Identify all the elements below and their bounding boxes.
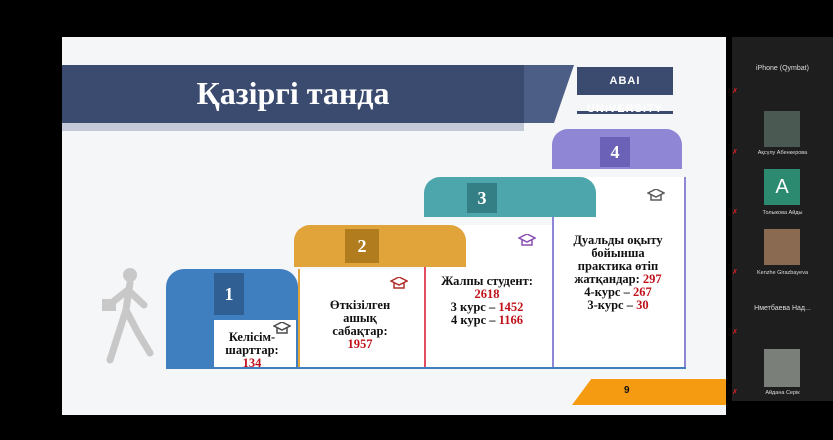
slide-title: Қазіргі танда [196, 75, 390, 111]
total-students-value: 2618 [474, 287, 500, 301]
graduation-cap-icon [647, 189, 665, 201]
step-3-text: Жалпы студент: 2618 3 курс – 1452 4 курс… [428, 275, 546, 327]
walking-person-icon [102, 268, 154, 364]
row-value: 267 [632, 285, 652, 299]
participant-name: iPhone (Qymbat) [756, 65, 809, 72]
step-2-number: 2 [345, 229, 379, 263]
graduation-cap-icon [390, 277, 408, 289]
logo-text: ABAI UNIVERSITY [577, 67, 673, 115]
step-4-line: практика өтіп [577, 259, 659, 273]
step-2-panel [298, 269, 424, 367]
row-label: 4-курс – [584, 285, 630, 299]
step-3-line: Жалпы студент: [441, 274, 533, 288]
step-1-line: Келісім- [228, 330, 276, 344]
step-4-line: бойынша [591, 246, 645, 260]
base-line [166, 367, 686, 369]
step-2-tab [294, 225, 466, 267]
step-1-line: шарттар: [225, 343, 279, 357]
step-3-tab [424, 177, 596, 217]
graduation-cap-icon [273, 322, 291, 334]
step-2-line: сабақтар: [332, 324, 388, 338]
muted-mic-icon: ✗ [732, 329, 738, 336]
step-3-number: 3 [467, 183, 497, 213]
participant-name: Толыкова Айды [762, 210, 803, 216]
muted-mic-icon: ✗ [732, 269, 738, 276]
muted-mic-icon: ✗ [732, 389, 738, 396]
step-2-line: ашық [343, 311, 377, 325]
participant-video [764, 111, 800, 147]
row-label: 4 курс – [451, 313, 496, 327]
row-label: жатқандар: [574, 272, 640, 286]
page-number-bar [572, 379, 726, 405]
row-value: 1166 [498, 313, 523, 327]
step-4-number: 4 [600, 137, 630, 167]
row-value: 297 [642, 272, 662, 286]
muted-mic-icon: ✗ [732, 88, 738, 95]
graduation-cap-icon [518, 234, 536, 246]
title-bar-accent [524, 65, 574, 123]
muted-mic-icon: ✗ [732, 209, 738, 216]
step-1-number: 1 [214, 273, 244, 315]
participant-video [764, 229, 800, 265]
participant-video [764, 349, 800, 387]
participant-name: Ақсүлу Абенкерова [757, 150, 808, 156]
participants-panel[interactable]: iPhone (Qymbat) ✗ Ақсүлу Абенкерова ✗ A … [732, 37, 833, 401]
step-4-line: Дуальды оқыту [573, 233, 663, 247]
participant-name: Айдана Серік [765, 390, 800, 396]
participant-name: Kenzhe Girazbayeva [756, 270, 809, 276]
step-2-value: 1957 [347, 337, 373, 351]
page-number: 9 [624, 385, 630, 396]
row-value: 30 [636, 298, 649, 312]
participant-tile[interactable]: Айдана Серік ✗ [732, 337, 833, 401]
row-label: 3 курс – [450, 300, 496, 314]
step-2-line: Өткізілген [329, 298, 391, 312]
step-1-text: Келісім- шарттар: 134 [212, 331, 292, 370]
row-value: 1452 [498, 300, 524, 314]
participant-name: Нметбаева Над... [754, 305, 811, 312]
title-strip [62, 123, 524, 131]
participant-avatar: A [764, 169, 800, 205]
step-1-panel [214, 320, 296, 367]
presentation-slide: Қазіргі танда ABAI UNIVERSITY 4 Дуальды … [62, 37, 726, 415]
step-1-value: 134 [242, 356, 262, 370]
step-4-text: Дуальды оқыту бойынша практика өтіп жатқ… [558, 234, 678, 312]
row-label: 3-курс – [587, 298, 633, 312]
muted-mic-icon: ✗ [732, 149, 738, 156]
university-logo: ABAI UNIVERSITY [577, 67, 673, 115]
step-2-text: Өткізілген ашық сабақтар: 1957 [308, 299, 412, 351]
title-bar [62, 65, 524, 123]
